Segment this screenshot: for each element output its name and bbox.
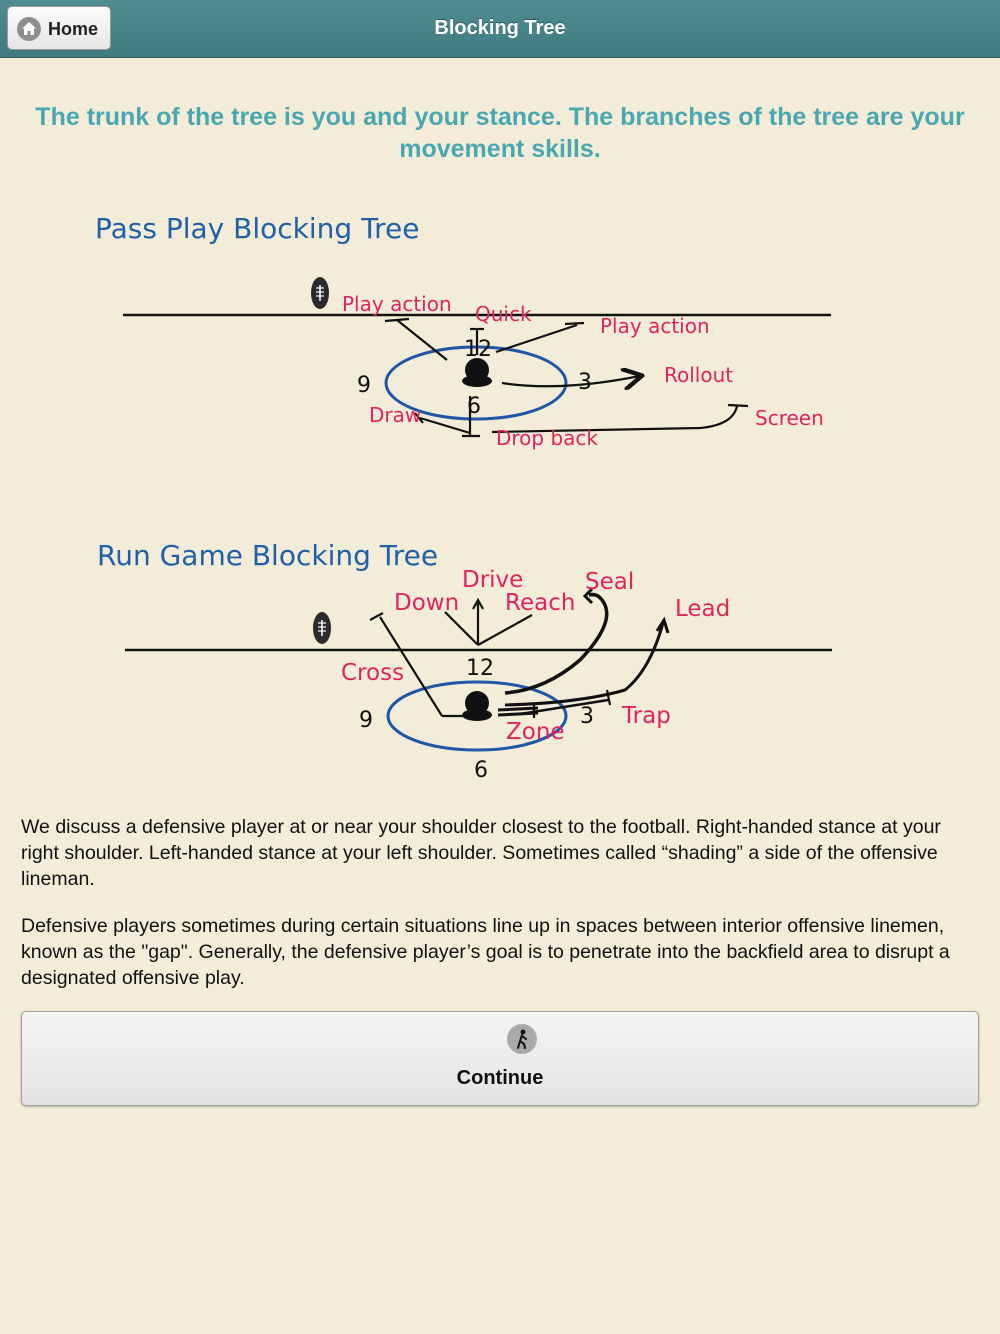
home-label: Home: [48, 19, 99, 39]
top-bar: Home Blocking Tree: [0, 0, 1000, 58]
football-icon: [313, 612, 331, 644]
pass-branches: [384, 317, 749, 438]
player-icon: [462, 358, 492, 387]
run-label-cross: Cross: [341, 660, 404, 686]
run-label-seal: Seal: [585, 569, 634, 595]
run-label-zone: Zone: [506, 719, 565, 745]
pass-label-play-action-right: Play action: [600, 314, 710, 338]
run-tree-title: Run Game Blocking Tree: [97, 539, 438, 572]
paragraph-gap: Defensive players sometimes during certa…: [21, 915, 950, 989]
continue-button[interactable]: Continue: [21, 1011, 979, 1106]
pass-label-screen: Screen: [755, 406, 824, 430]
pass-clock-6: 6: [467, 394, 481, 419]
lineman-stance-icon: [507, 1024, 537, 1054]
football-icon: [311, 277, 329, 309]
pass-label-play-action-left: Play action: [342, 292, 452, 316]
continue-label: Continue: [456, 1067, 544, 1089]
run-label-trap: Trap: [621, 703, 671, 729]
pass-label-drop-back: Drop back: [496, 426, 598, 450]
run-stance-ellipse: [386, 680, 568, 752]
home-button[interactable]: Home: [7, 6, 111, 50]
home-icon: [17, 17, 41, 41]
run-label-drive: Drive: [462, 567, 523, 593]
intro-text: The trunk of the tree is you and your st…: [35, 103, 965, 163]
pass-tree-title: Pass Play Blocking Tree: [95, 212, 419, 245]
run-clock-6: 6: [474, 758, 488, 783]
pass-label-draw: Draw: [369, 403, 421, 427]
run-label-down: Down: [394, 590, 459, 616]
run-clock-3: 3: [580, 704, 594, 729]
pass-clock-12: 12: [464, 337, 492, 362]
run-label-lead: Lead: [675, 596, 730, 622]
pass-label-quick: Quick: [475, 302, 532, 326]
run-clock-12: 12: [466, 656, 494, 681]
blocking-tree-diagrams: Pass Play Blocking Tree 12 9 3 6 Play ac…: [95, 212, 832, 783]
player-icon: [462, 691, 492, 721]
pass-clock-9: 9: [357, 373, 371, 398]
run-clock-9: 9: [359, 708, 373, 733]
run-label-reach: Reach: [505, 590, 575, 616]
pass-clock-3: 3: [578, 370, 592, 395]
page-title: Blocking Tree: [434, 17, 566, 39]
pass-label-rollout: Rollout: [664, 363, 733, 387]
run-branches: [369, 587, 670, 718]
paragraph-shading: We discuss a defensive player at or near…: [21, 816, 941, 890]
